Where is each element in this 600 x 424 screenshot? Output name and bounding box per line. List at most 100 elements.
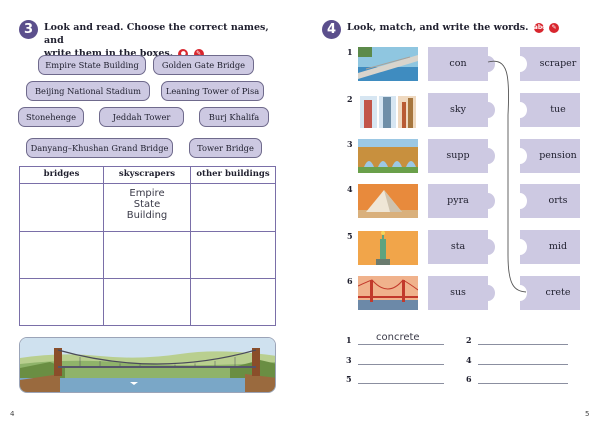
tile-label: orts (548, 195, 568, 206)
example-line: State (133, 199, 161, 210)
answer-line[interactable] (358, 364, 444, 365)
sorting-table: bridges skyscrapers other buildings Empi… (19, 166, 276, 326)
puzzle-tab (481, 285, 495, 301)
tile-label: mid (548, 241, 568, 252)
page-number-right: 5 (585, 410, 590, 418)
example-match-line (487, 60, 527, 293)
tile-label: sky (450, 104, 466, 115)
name-pill[interactable]: Burj Khalifa (199, 107, 269, 127)
table-cell[interactable] (104, 232, 190, 278)
name-pill[interactable]: Leaning Tower of Pisa (161, 81, 264, 101)
table-cell[interactable] (191, 279, 275, 325)
word-end-tile[interactable]: mid (513, 230, 580, 264)
puzzle-notch (513, 193, 527, 209)
item-number: 1 (347, 47, 353, 57)
exercise-4-instruction-row: Look, match, and write the words. abc ✎ (347, 21, 587, 34)
word-start-tile[interactable]: con (428, 47, 495, 81)
answer-number: 2 (466, 335, 472, 345)
pencil-icon: ✎ (549, 22, 560, 33)
abc-icon: abc (533, 22, 546, 33)
answer-line[interactable] (358, 344, 444, 345)
aqueduct-picture (358, 139, 418, 173)
item-number: 6 (347, 276, 353, 286)
answer-number: 3 (346, 355, 352, 365)
example-answer: concrete (376, 332, 420, 343)
answer-number: 1 (346, 335, 352, 345)
tile-label: crete (545, 287, 571, 298)
table-divider (20, 231, 275, 232)
example-line: Empire (129, 188, 165, 199)
answer-line[interactable] (478, 344, 568, 345)
answer-line[interactable] (478, 364, 568, 365)
dam-svg (358, 47, 418, 81)
exercise-3-badge: 3 (19, 20, 38, 39)
aqueduct-svg (358, 139, 418, 173)
word-end-tile[interactable]: scraper (513, 47, 580, 81)
answer-number: 5 (346, 374, 352, 384)
table-cell[interactable] (20, 232, 103, 278)
exercise-4-instruction: Look, match, and write the words. (347, 22, 529, 33)
table-header-other-buildings: other buildings (196, 169, 270, 179)
exercise-3-instruction-line1: Look and read. Choose the correct names,… (44, 22, 269, 46)
tile-label: sta (450, 241, 466, 252)
table-cell[interactable] (20, 184, 103, 231)
answer-line[interactable] (358, 383, 444, 384)
puzzle-tab (481, 193, 495, 209)
table-divider (20, 278, 275, 279)
word-start-tile[interactable]: supp (428, 139, 495, 173)
puzzle-tab (481, 102, 495, 118)
table-cell[interactable] (104, 279, 190, 325)
name-pill[interactable]: Empire State Building (38, 55, 146, 75)
tile-label: pension (539, 150, 577, 161)
item-number: 3 (347, 139, 353, 149)
puzzle-tab (481, 56, 495, 72)
pyramid-picture (358, 184, 418, 218)
skyscrapers-svg (358, 94, 418, 128)
pyramid-svg (358, 184, 418, 218)
exercise-4-badge: 4 (322, 20, 341, 39)
table-cell[interactable] (191, 232, 275, 278)
word-start-tile[interactable]: sta (428, 230, 495, 264)
name-pill[interactable]: Golden Gate Bridge (153, 55, 254, 75)
word-end-tile[interactable]: orts (513, 184, 580, 218)
word-end-tile[interactable]: tue (513, 93, 580, 127)
table-divider (103, 167, 104, 325)
page-number-left: 4 (10, 410, 15, 418)
item-number: 5 (347, 231, 353, 241)
word-end-tile[interactable]: pension (513, 139, 580, 173)
exercise-3-instruction-line2: write them in the boxes. (44, 48, 174, 59)
statue-svg (358, 231, 418, 265)
reading-icon: ● (178, 48, 189, 59)
table-header-skyscrapers: skyscrapers (118, 169, 176, 179)
name-pill[interactable]: Tower Bridge (189, 138, 262, 158)
word-end-tile[interactable]: crete (513, 276, 580, 310)
table-divider (20, 183, 275, 184)
table-cell[interactable] (191, 184, 275, 231)
word-start-tile[interactable]: sky (428, 93, 495, 127)
tile-label: con (449, 58, 467, 69)
suspension-bridge-illustration (19, 337, 276, 393)
golden-gate-bridge-picture (358, 276, 418, 310)
table-example-answer: Empire State Building (104, 188, 190, 221)
answer-number: 6 (466, 374, 472, 384)
exercise-3-instruction: Look and read. Choose the correct names,… (44, 21, 276, 60)
pencil-icon: ✎ (193, 48, 204, 59)
name-pill[interactable]: Jeddah Tower (99, 107, 184, 127)
item-number: 2 (347, 94, 353, 104)
word-start-tile[interactable]: pyra (428, 184, 495, 218)
golden-gate-svg (358, 276, 418, 310)
table-cell[interactable] (20, 279, 103, 325)
statue-of-liberty-picture (358, 231, 418, 265)
name-pill[interactable]: Danyang–Khushan Grand Bridge (26, 138, 173, 158)
word-start-tile[interactable]: sus (428, 276, 495, 310)
bridge-landscape-svg (20, 338, 275, 392)
puzzle-tab (481, 148, 495, 164)
puzzle-notch (513, 56, 527, 72)
concrete-dam-picture (358, 47, 418, 81)
tile-label: tue (550, 104, 566, 115)
table-header-bridges: bridges (43, 169, 80, 179)
name-pill[interactable]: Stonehenge (18, 107, 84, 127)
name-pill[interactable]: Beijing National Stadium (26, 81, 150, 101)
answer-line[interactable] (478, 383, 568, 384)
tile-label: sus (450, 287, 466, 298)
